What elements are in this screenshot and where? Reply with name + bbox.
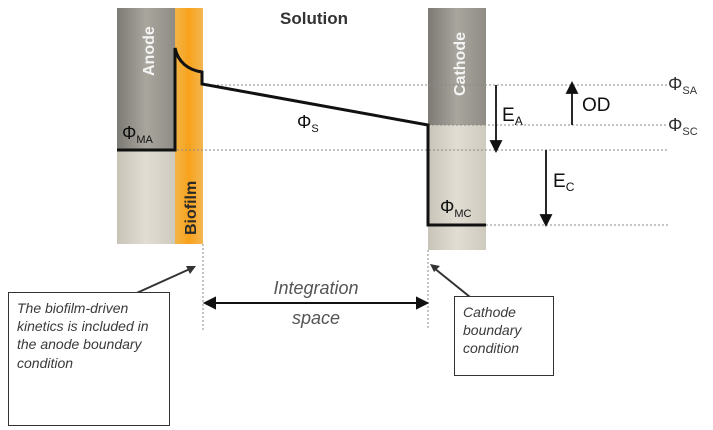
arrows — [489, 80, 579, 228]
phi-ma-label: ΦMA — [122, 123, 154, 146]
od-label: OD — [582, 95, 611, 116]
solution-label: Solution — [280, 9, 348, 28]
anode-label: Anode — [141, 26, 158, 76]
cathode-callout-line — [433, 267, 471, 298]
potential-profile-line — [117, 47, 486, 227]
cathode-electrode-top — [428, 8, 486, 125]
reference-lines — [117, 84, 668, 330]
biofilm-layer — [175, 8, 203, 244]
anode-electrode-top — [117, 8, 175, 150]
phi-s-label: ΦS — [297, 112, 319, 135]
cathode-boundary-note: Cathode boundary condition — [454, 296, 554, 376]
od-arrow-head — [565, 80, 579, 94]
ec-label: EC — [553, 171, 575, 194]
cathode-electrode-bottom — [428, 125, 486, 250]
biofilm-callout-head — [186, 266, 196, 274]
phi-sa-label: ΦSA — [668, 74, 698, 97]
ea-arrow-head — [489, 140, 503, 154]
cathode-label: Cathode — [452, 32, 469, 96]
ea-label: EA — [502, 105, 523, 128]
cathode-callout-head — [430, 264, 440, 272]
anode-electrode-bottom — [117, 150, 175, 244]
integration-arrow — [202, 296, 430, 310]
phi-mc-label: ΦMC — [440, 197, 472, 220]
phi-sc-label: ΦSC — [668, 115, 698, 138]
integration-label-line2: space — [291, 308, 341, 328]
biofilm-label: Biofilm — [183, 181, 200, 235]
integration-label-line1: Integration — [273, 278, 359, 298]
biofilm-kinetics-note: The biofilm-driven kinetics is included … — [8, 292, 170, 426]
biofilm-callout-line — [129, 267, 193, 297]
ec-arrow-head — [539, 214, 553, 228]
